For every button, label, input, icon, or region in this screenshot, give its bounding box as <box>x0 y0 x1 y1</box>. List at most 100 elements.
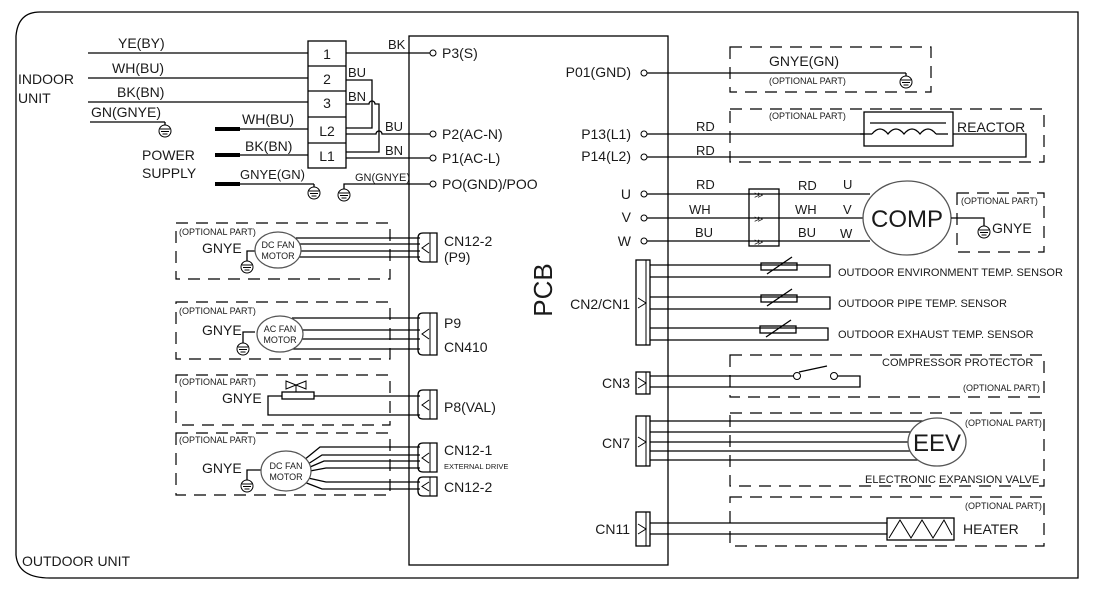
terminal-p1: P1(AC-L) <box>442 150 500 166</box>
ground-icon <box>307 186 321 200</box>
motor-label-line1: DC FAN <box>269 461 302 471</box>
optional-part-label: (OPTIONAL PART) <box>179 227 256 237</box>
load-ground-label: GNYE <box>202 460 242 476</box>
connector-cn3 <box>635 371 651 395</box>
terminal-p13: P13(L1) <box>581 126 631 142</box>
comp-phase-w: W <box>840 226 853 241</box>
connector-label-line1: CN12-1 <box>444 442 492 458</box>
pcb-right-terminals: P01(GND) P13(L1) P14(L2) U V W <box>566 64 648 249</box>
power-plug-icon <box>215 182 240 186</box>
ground-icon <box>977 225 991 239</box>
motor-label-line2: MOTOR <box>261 251 295 261</box>
terminal-p14: P14(L2) <box>581 148 631 164</box>
jumper-label-ground: GN(GNYE) <box>355 172 410 184</box>
terminal-u: U <box>621 186 631 202</box>
power-supply-label-line1: POWER <box>142 147 195 163</box>
terminal-l1: L1 <box>319 148 335 164</box>
reactor-wire-label-1: RD <box>696 119 715 134</box>
jumper-label-bk: BK <box>388 37 406 52</box>
sensor-label-pipe: OUTDOOR PIPE TEMP. SENSOR <box>838 298 1007 310</box>
terminal-w: W <box>618 233 632 249</box>
terminal-block: 1 2 3 L2 L1 <box>307 40 347 169</box>
power-plug-icon <box>215 153 240 157</box>
ground-icon <box>236 342 250 356</box>
jumper-label-bn-2: BN <box>385 143 403 158</box>
dc-fan-motor-load-1: (OPTIONAL PART) GNYE DC FAN MOTOR CN12-2… <box>175 222 492 280</box>
pcb-board <box>408 35 669 566</box>
indoor-wire-label-4: GN(GNYE) <box>91 104 161 120</box>
connector-label-line2: (P9) <box>444 249 470 265</box>
comp-phase-v: V <box>843 202 852 217</box>
eev-icon <box>907 417 967 467</box>
svg-text:≫: ≫ <box>754 214 763 224</box>
connector-label-line1: CN12-2 <box>444 233 492 249</box>
optional-part-label: (OPTIONAL PART) <box>961 196 1038 206</box>
indoor-wire-label-2: WH(BU) <box>112 60 164 76</box>
ground-icon <box>158 124 172 138</box>
pcb-label: PCB <box>528 263 558 316</box>
heater-circuit: (OPTIONAL PART) CN11 HEATER <box>595 496 1045 547</box>
valve-icon <box>281 391 315 400</box>
connector-label-line1: P9 <box>444 315 461 331</box>
fan-motor-icon <box>260 450 312 492</box>
terminal-1: 1 <box>323 46 331 62</box>
indoor-unit-label-line1: INDOOR <box>18 71 74 87</box>
connector-cn11 <box>635 511 651 547</box>
dc-fan-motor-load-2: (OPTIONAL PART) GNYE DC FAN MOTOR CN12-1… <box>175 432 508 497</box>
thermistor-icon <box>759 325 797 334</box>
connector-cn12-2 <box>417 476 438 497</box>
valve-load: (OPTIONAL PART) GNYE P8(VAL) <box>175 374 496 426</box>
ground-icon <box>337 188 351 202</box>
power-supply: POWER SUPPLY WH(BU) BK(BN) GNYE(GN) <box>142 111 321 200</box>
optional-part-label: (OPTIONAL PART) <box>179 306 256 316</box>
compressor-protector: CN3 COMPRESSOR PROTECTOR (OPTIONAL PART) <box>602 354 1045 398</box>
ground-icon <box>899 75 913 89</box>
comp-phase-u: U <box>843 177 852 192</box>
power-wire-label-3: GNYE(GN) <box>240 167 305 182</box>
eev-connector-label: CN7 <box>602 435 630 451</box>
connector-cn7 <box>635 415 651 467</box>
optional-part-label: (OPTIONAL PART) <box>769 111 846 121</box>
connector-note: EXTERNAL DRIVE <box>444 462 508 471</box>
optional-part-label: (OPTIONAL PART) <box>963 383 1040 393</box>
load-ground-label: GNYE <box>202 240 242 256</box>
reactor-wire-label-2: RD <box>696 143 715 158</box>
sensor-label-environment: OUTDOOR ENVIRONMENT TEMP. SENSOR <box>838 267 1063 279</box>
outdoor-unit-label: OUTDOOR UNIT <box>22 553 131 569</box>
protector-label: COMPRESSOR PROTECTOR <box>882 357 1033 369</box>
power-plug-icon <box>215 127 240 131</box>
eev-circuit: CN7 EEV (OPTIONAL PART) ELECTRONIC EXPAN… <box>602 412 1045 487</box>
connector-p9-cn410 <box>417 312 438 356</box>
thermistor-icon <box>760 262 798 271</box>
load-ground-label: GNYE <box>222 390 262 406</box>
compressor-label: COMP <box>871 206 943 233</box>
temperature-sensors: CN2/CN1 OUTDOOR ENVIRONMENT TEMP. SENSOR… <box>570 256 1063 346</box>
terminal-jumpers: BK BU BN BU BN GN(GNYE) <box>337 37 430 202</box>
comp-wire-out-1: RD <box>798 178 817 193</box>
ground-icon <box>240 260 254 274</box>
terminal-p2: P2(AC-N) <box>442 126 503 142</box>
ground-wire-label: GNYE(GN) <box>769 53 839 69</box>
optional-part-label: (OPTIONAL PART) <box>769 76 846 86</box>
compressor-ground-label: GNYE <box>992 220 1032 236</box>
connector-cn12-2-p9 <box>417 232 438 263</box>
sensor-label-exhaust: OUTDOOR EXHAUST TEMP. SENSOR <box>838 329 1034 341</box>
ground-icon <box>240 479 254 493</box>
svg-text:≫: ≫ <box>754 190 763 200</box>
thermistor-icon <box>760 294 798 303</box>
reactor-circuit: (OPTIONAL PART) RD RD REACTOR <box>647 108 1045 163</box>
ac-fan-motor-load: (OPTIONAL PART) GNYE AC FAN MOTOR P9 CN4… <box>175 301 488 360</box>
protector-connector-label: CN3 <box>602 375 630 391</box>
pcb-left-terminals: P3(S) P2(AC-N) P1(AC-L) PO(GND)/POO <box>429 45 538 192</box>
heater-label: HEATER <box>963 521 1019 537</box>
load-ground-label: GNYE <box>202 322 242 338</box>
fan-motor-icon <box>256 315 304 353</box>
eev-label: EEV <box>913 430 961 457</box>
indoor-wire-label-3: BK(BN) <box>117 84 164 100</box>
optional-part-label: (OPTIONAL PART) <box>965 418 1042 428</box>
comp-wire-out-2: WH <box>795 202 817 217</box>
indoor-wire-label-1: YE(BY) <box>118 35 165 51</box>
compressor-circuit: ≫ ≫ ≫ RD WH BU RD WH BU U V W COMP (OPTI… <box>647 177 1045 256</box>
terminal-p3: P3(S) <box>442 45 478 61</box>
